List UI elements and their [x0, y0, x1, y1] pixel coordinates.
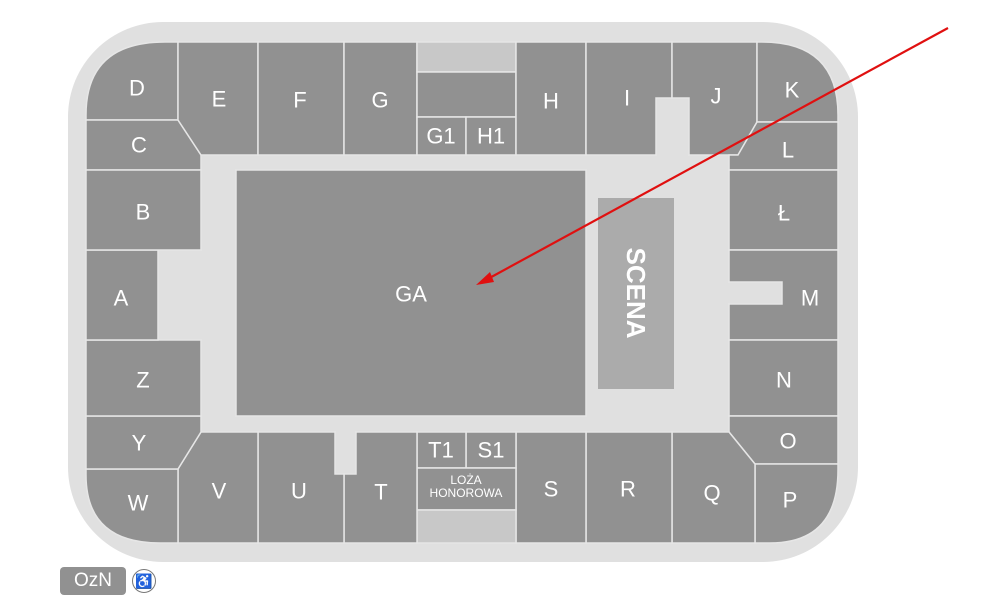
section-B[interactable]	[85, 169, 202, 251]
section-Y[interactable]	[85, 415, 202, 470]
stage-label: SCENA	[621, 247, 651, 338]
section-G[interactable]	[343, 41, 418, 156]
section-Q[interactable]	[671, 431, 756, 544]
section-N[interactable]	[728, 339, 839, 417]
ozn-badge[interactable]: OzN	[60, 567, 126, 595]
section-A[interactable]	[85, 249, 159, 341]
section-U[interactable]	[257, 431, 345, 544]
stage	[598, 198, 674, 389]
section-top-block[interactable]	[416, 71, 517, 118]
bottom-passage	[416, 509, 517, 544]
section-W[interactable]	[85, 468, 179, 544]
floor-ga[interactable]	[235, 169, 587, 417]
section-D[interactable]	[85, 41, 179, 121]
section-LL[interactable]	[728, 169, 839, 251]
section-M[interactable]	[728, 249, 839, 341]
section-loza-honorowa[interactable]	[416, 467, 517, 511]
legend: OzN ♿	[60, 567, 156, 595]
section-R[interactable]	[585, 431, 673, 544]
section-F[interactable]	[257, 41, 345, 156]
section-P[interactable]	[754, 463, 839, 544]
section-G1[interactable]	[416, 116, 467, 156]
section-S1[interactable]	[465, 431, 517, 469]
section-C[interactable]	[85, 119, 202, 171]
annotation-arrow-head	[476, 272, 494, 285]
wheelchair-icon: ♿	[132, 569, 156, 593]
top-passage	[416, 41, 517, 73]
annotation-arrow-line	[483, 27, 949, 282]
section-K[interactable]	[756, 41, 839, 123]
section-H1[interactable]	[465, 116, 517, 156]
section-S[interactable]	[515, 431, 587, 544]
section-H[interactable]	[515, 41, 587, 156]
section-E[interactable]	[177, 41, 259, 156]
section-Z[interactable]	[85, 339, 202, 417]
section-T1[interactable]	[416, 431, 467, 469]
